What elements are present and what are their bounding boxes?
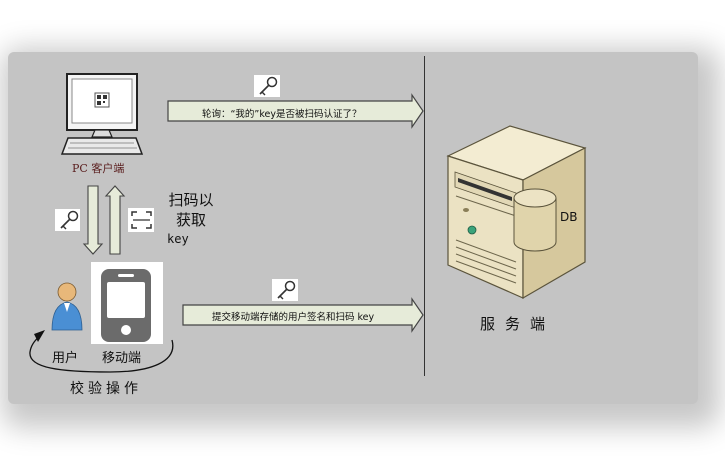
scan-icon xyxy=(128,208,154,232)
key-icon xyxy=(272,279,298,301)
scan-key-label: key xyxy=(167,232,189,246)
key-transfer-down-arrow xyxy=(84,186,102,254)
mobile-phone-icon xyxy=(91,262,163,344)
server-label: 服务端 xyxy=(480,313,555,334)
pc-client-label: PC 客户端 xyxy=(72,160,124,176)
mobile-label: 移动端 xyxy=(102,347,141,366)
user-label: 用户 xyxy=(52,347,78,366)
user-icon xyxy=(52,283,82,330)
scan-up-arrow xyxy=(106,186,124,254)
submit-arrow-label: 提交移动端存储的用户签名和扫码 key xyxy=(212,309,374,323)
key-icon xyxy=(254,75,280,97)
pc-monitor-icon xyxy=(62,74,142,154)
key-icon xyxy=(55,209,80,231)
db-label: DB xyxy=(560,210,577,224)
poll-arrow-label: 轮询：“我的”key是否被扫码认证了？ xyxy=(202,106,361,120)
scan-action-label: 扫码以获取 xyxy=(167,190,215,230)
verify-operation-label: 校验操作 xyxy=(70,378,142,398)
